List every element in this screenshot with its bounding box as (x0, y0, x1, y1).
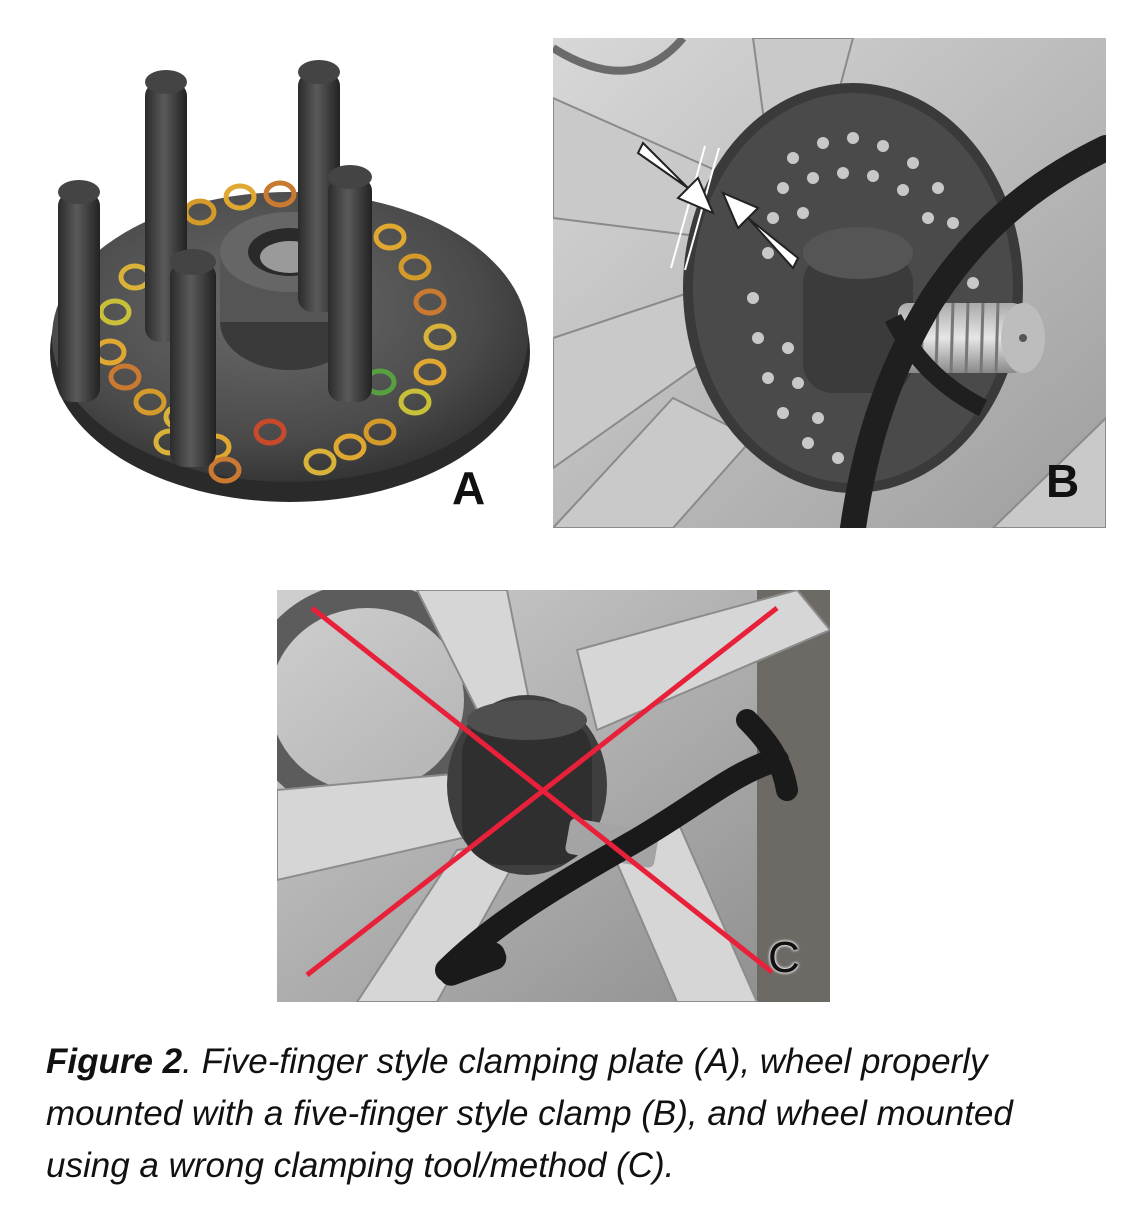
clamping-plate-illustration (50, 60, 530, 502)
wrong-mount-illustration (277, 590, 830, 1002)
panel-letter-c: C (768, 933, 800, 982)
panel-letter-b: B (1046, 455, 1080, 507)
cross-mark-icon (305, 606, 779, 977)
photo-proper-mount (553, 38, 1106, 528)
photo-wrong-mount (277, 590, 830, 1002)
panel-letter-a: A (452, 462, 486, 514)
gap-indicator-line (670, 145, 706, 269)
photo-clamping-plate (20, 52, 540, 530)
proper-mount-illustration (553, 38, 1106, 528)
figure-caption: Figure 2. Five-finger style clamping pla… (46, 1036, 1106, 1192)
arrow-icon (721, 191, 800, 270)
figure-label: Figure 2 (46, 1042, 183, 1081)
arrow-icon (636, 141, 715, 215)
caption-text: . Five-finger style clamping plate (A), … (46, 1042, 1013, 1185)
